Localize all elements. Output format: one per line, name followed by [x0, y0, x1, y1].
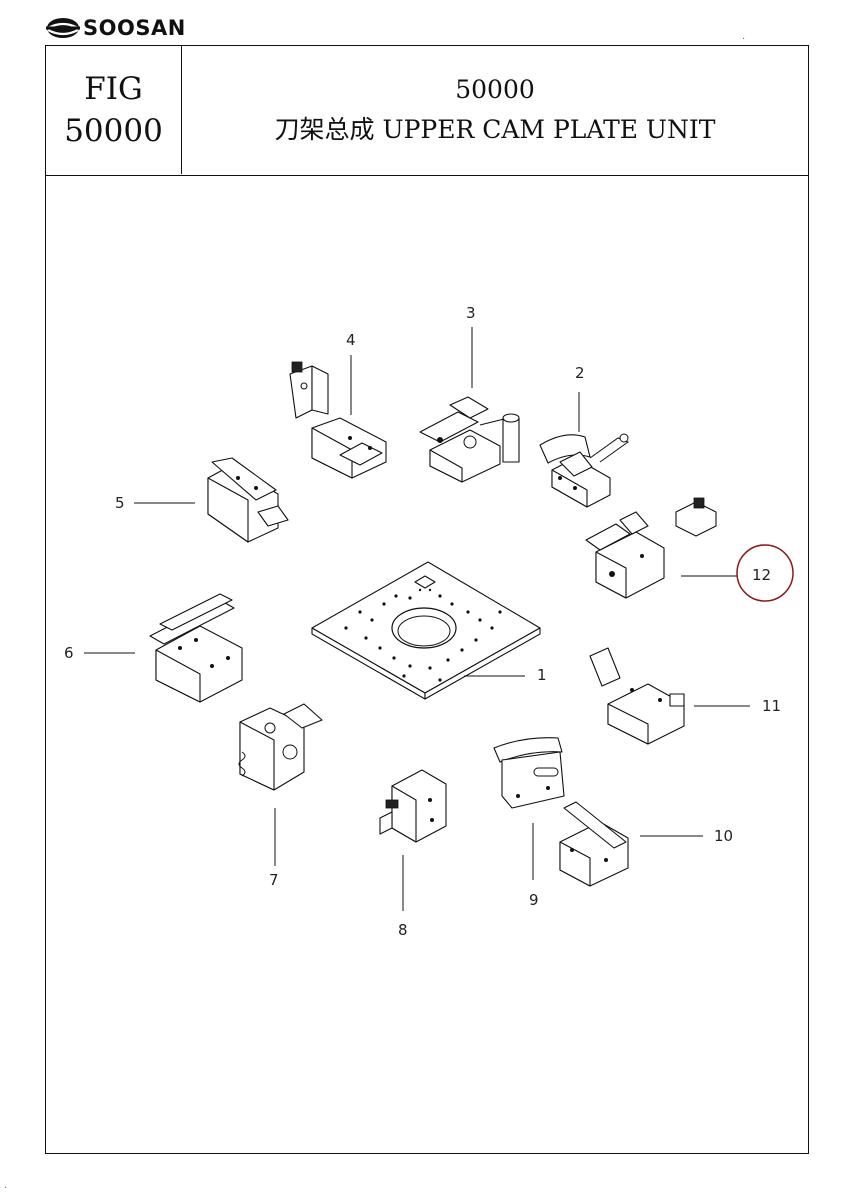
- assembly-title: 刀架总成 UPPER CAM PLATE UNIT: [274, 115, 716, 144]
- brand-logo: SOOSAN: [46, 14, 186, 42]
- fig-number: 50000: [64, 113, 163, 149]
- part-2-cam-bracket: [539, 433, 630, 508]
- drawing-frame: FIG 50000 50000 刀架总成 UPPER CAM PLATE UNI…: [45, 45, 809, 1154]
- brand-name: SOOSAN: [83, 16, 186, 40]
- fig-label: FIG: [84, 71, 143, 107]
- highlight-circle: [736, 544, 794, 602]
- part-11-carriage: [589, 647, 685, 745]
- callout-9: 9: [529, 891, 539, 909]
- part-4-clamp: [289, 361, 387, 479]
- fig-cell: FIG 50000: [46, 46, 182, 174]
- part-12-trimmer-assembly: [585, 497, 717, 599]
- callout-5: 5: [115, 494, 125, 512]
- callout-2: 2: [575, 364, 585, 382]
- part-5-block: [207, 457, 289, 543]
- part-3-knife-holder: [419, 396, 520, 483]
- part-9-cam: [493, 737, 565, 809]
- part-8-housing: [379, 769, 447, 843]
- title-number: 50000: [455, 75, 535, 104]
- part-7-spring-holder: [238, 703, 323, 791]
- part-6-slide: [149, 593, 243, 703]
- soosan-logo-icon: [46, 18, 80, 38]
- callout-6: 6: [64, 644, 74, 662]
- callout-1: 1: [537, 666, 547, 684]
- callout-4: 4: [346, 331, 356, 349]
- callout-7: 7: [269, 871, 279, 889]
- corner-mark: .: [742, 31, 746, 42]
- title-block: FIG 50000 50000 刀架总成 UPPER CAM PLATE UNI…: [46, 46, 808, 176]
- callout-12: 12: [752, 566, 771, 584]
- part-10-guide: [559, 801, 629, 887]
- part-1-cam-plate: [311, 561, 541, 700]
- corner-mark-bottom: .: [4, 1180, 8, 1191]
- title-cell: 50000 刀架总成 UPPER CAM PLATE UNIT: [182, 46, 808, 198]
- callout-10: 10: [714, 827, 733, 845]
- callout-8: 8: [398, 921, 408, 939]
- callout-3: 3: [466, 304, 476, 322]
- callout-11: 11: [762, 697, 781, 715]
